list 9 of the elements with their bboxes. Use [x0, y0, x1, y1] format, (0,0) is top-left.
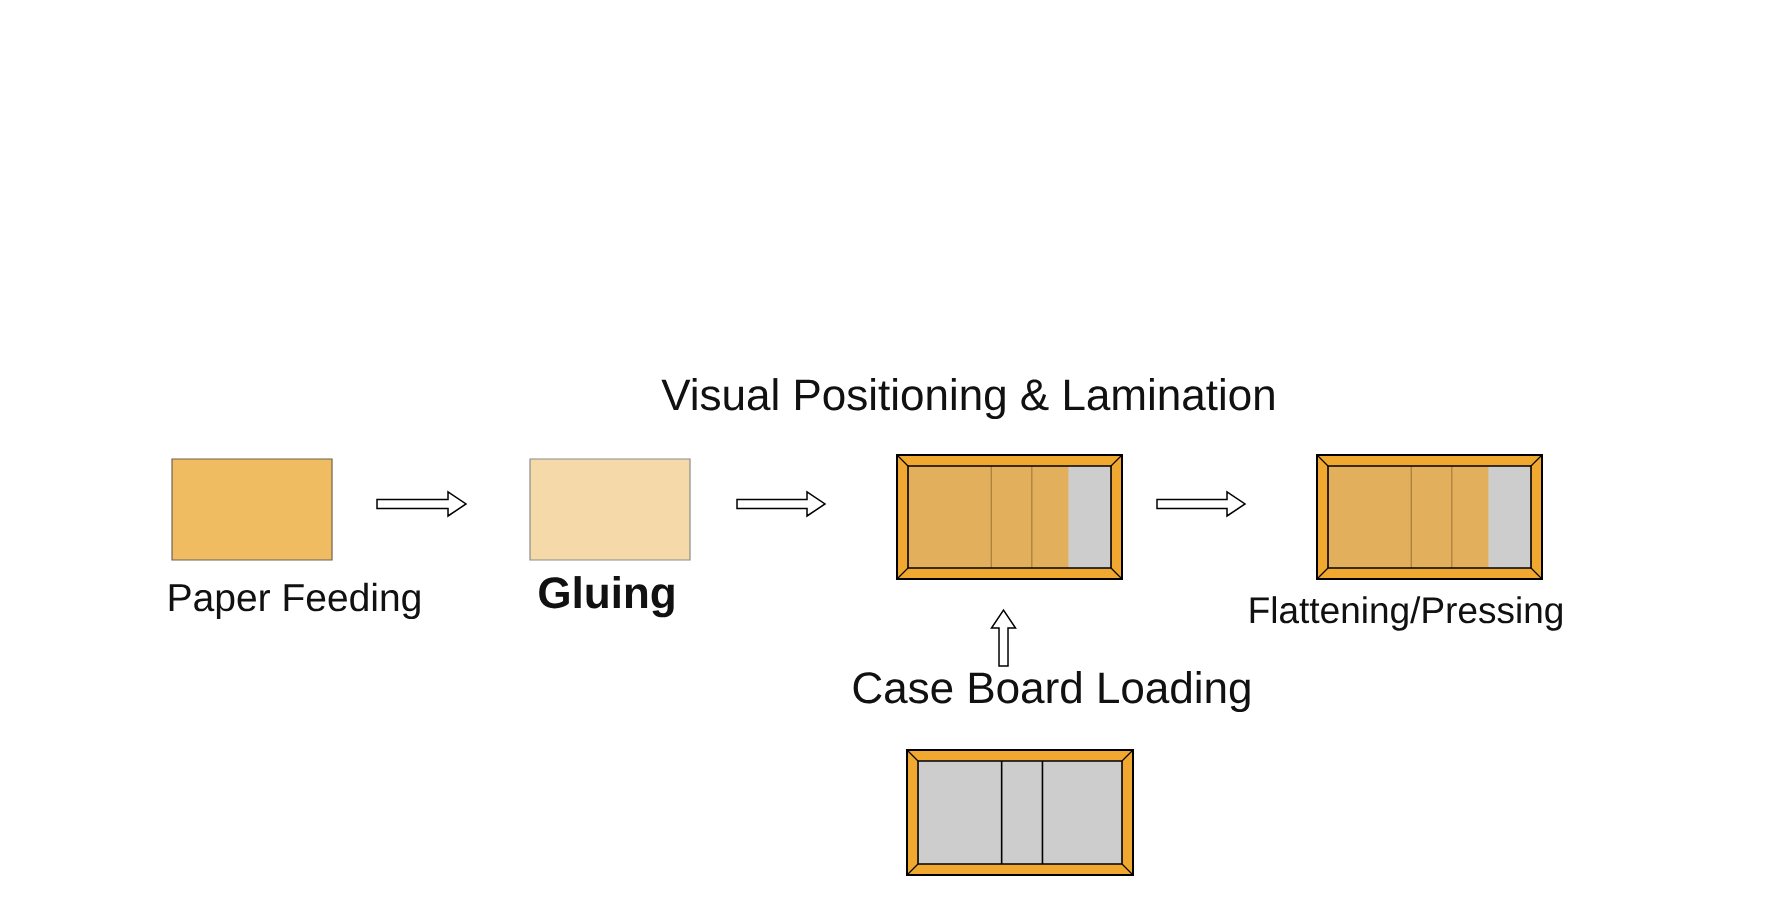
- arrow: [990, 608, 1017, 667]
- step-label: Flattening/Pressing: [1250, 596, 1562, 631]
- step-label: Visual Positioning & Lamination: [661, 378, 1274, 420]
- step-label: Case Board Loading: [853, 671, 1250, 713]
- arrow: [376, 490, 468, 518]
- step-label: Paper Feeding: [169, 582, 420, 620]
- arrow: [736, 490, 827, 518]
- arrow: [1156, 490, 1247, 518]
- step-label: Gluing: [539, 576, 674, 618]
